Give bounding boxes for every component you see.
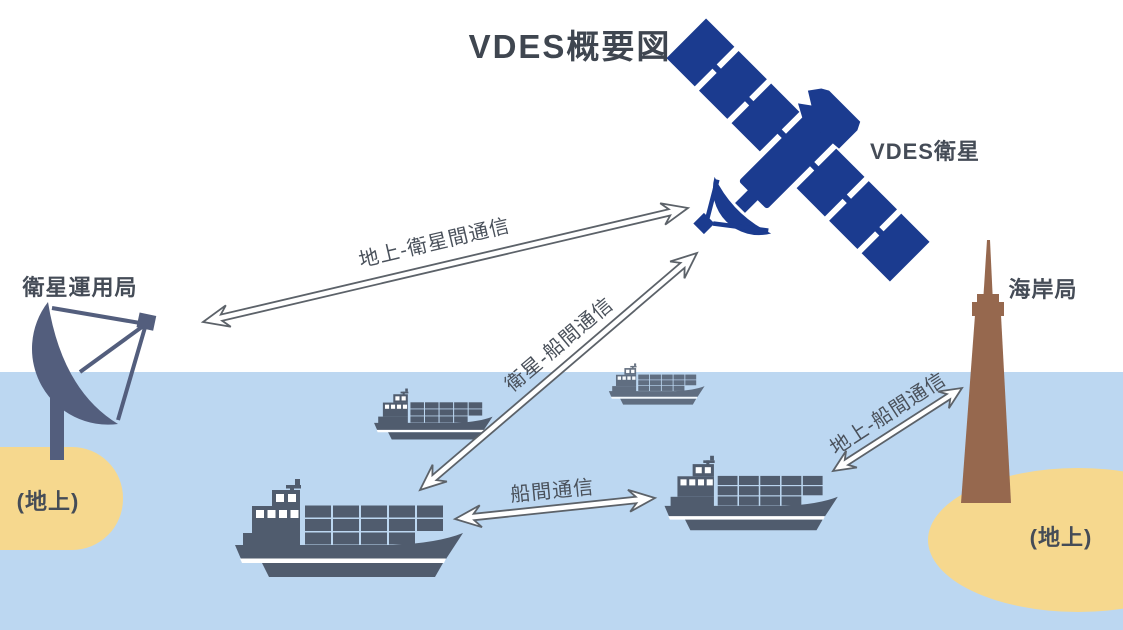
diagram-title: VDES概要図 <box>468 28 672 65</box>
vdes-satellite <box>666 18 930 282</box>
satellite-ground-station-dish <box>31 302 157 460</box>
sea <box>0 372 1123 630</box>
ground-note-right: (地上) <box>1029 525 1093 550</box>
ground-left <box>0 447 123 550</box>
ground-station-label: 衛星運用局 <box>22 275 138 300</box>
comm-arrows <box>200 202 964 529</box>
coast-station-label: 海岸局 <box>1008 277 1078 302</box>
arrow-ground-satellite <box>200 202 691 328</box>
coast-station-tower <box>961 240 1011 503</box>
arrow-satellite-ship <box>418 251 699 492</box>
ground-right-island <box>928 468 1123 612</box>
satellite-label: VDES衛星 <box>870 139 980 164</box>
arrow-ground-ship <box>831 386 964 473</box>
cargo-ship-far <box>608 363 705 405</box>
ground-note-left: (地上) <box>16 489 80 514</box>
arrow-ship-ship <box>452 488 658 529</box>
